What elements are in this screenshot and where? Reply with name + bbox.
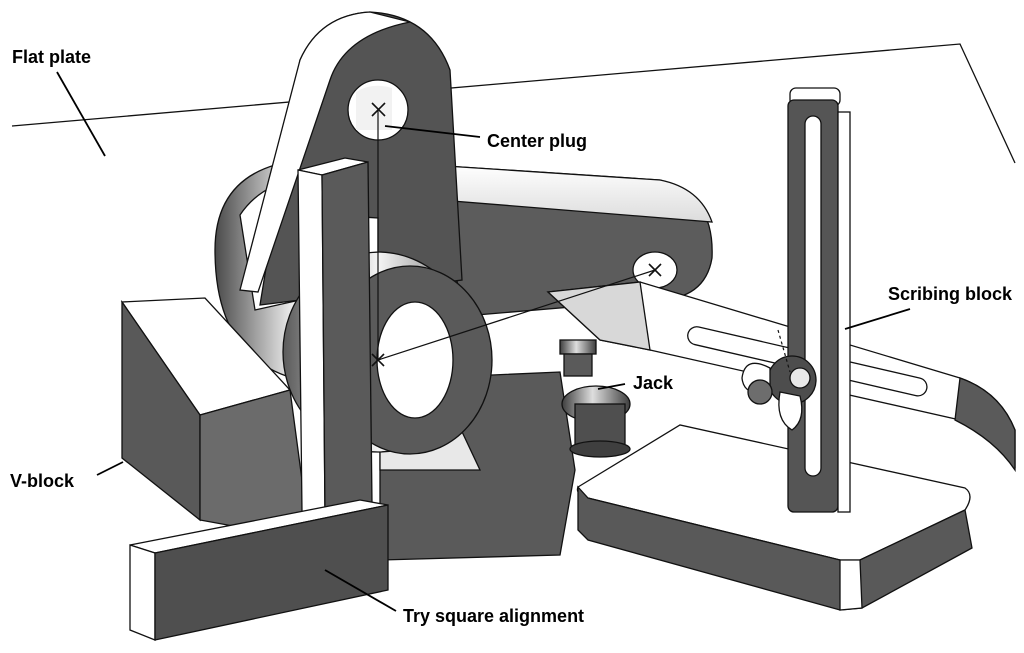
cross-marks [371, 102, 662, 367]
wing-nut [741, 355, 817, 431]
scribing-upright [787, 87, 851, 513]
label-scribing-block: Scribing block [888, 284, 1013, 304]
label-flat-plate: Flat plate [12, 47, 91, 67]
try-square [129, 157, 389, 641]
label-v-block: V-block [10, 471, 75, 491]
construction-lines [377, 110, 791, 373]
label-jack: Jack [633, 373, 674, 393]
label-center-plug: Center plug [487, 131, 587, 151]
link-arm [429, 164, 713, 319]
jack [559, 339, 631, 458]
leader-lines [56, 71, 911, 612]
label-try-square-alignment: Try square alignment [403, 606, 584, 626]
scribing-base [576, 424, 973, 611]
